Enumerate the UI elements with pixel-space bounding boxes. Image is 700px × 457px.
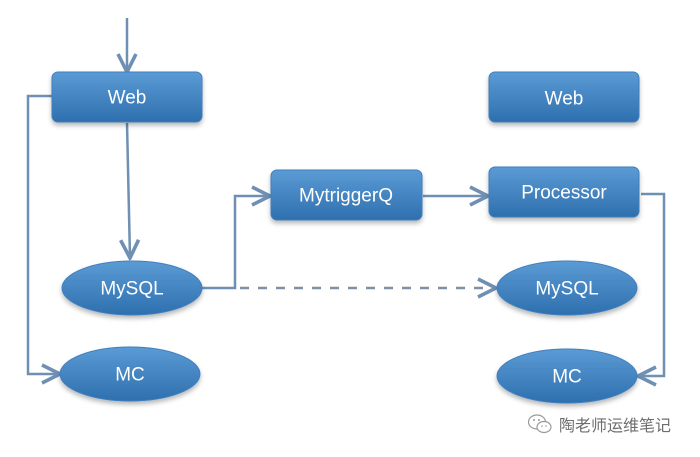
edge-mysql-to-mytriggerq bbox=[202, 196, 270, 290]
node-mytriggerq: MytriggerQ bbox=[270, 169, 423, 221]
node-label: MytriggerQ bbox=[299, 186, 393, 207]
edge-web-to-mc bbox=[26, 94, 60, 374]
node-label: MC bbox=[115, 365, 145, 386]
node-label: Processor bbox=[521, 183, 607, 204]
node-processor: Processor bbox=[488, 166, 640, 218]
node-label: MySQL bbox=[535, 279, 598, 300]
node-label: Web bbox=[108, 88, 147, 109]
edge-web-to-mysql bbox=[127, 122, 130, 258]
node-web-right: Web bbox=[488, 71, 640, 123]
wechat-icon bbox=[527, 414, 552, 434]
watermark-text: 陶老师运维笔记 bbox=[559, 416, 672, 435]
node-mc-right: MC bbox=[496, 348, 638, 404]
node-label: MC bbox=[552, 367, 582, 388]
watermark: 陶老师运维笔记 bbox=[527, 412, 671, 436]
node-mysql-right: MySQL bbox=[496, 260, 638, 316]
node-mysql-left: MySQL bbox=[61, 260, 203, 316]
node-mc-left: MC bbox=[59, 346, 201, 402]
edges bbox=[26, 18, 666, 376]
node-label: MySQL bbox=[100, 279, 163, 300]
node-label: Web bbox=[545, 89, 584, 110]
edge-processor-to-mc bbox=[638, 192, 666, 376]
node-web-left: Web bbox=[51, 71, 203, 123]
